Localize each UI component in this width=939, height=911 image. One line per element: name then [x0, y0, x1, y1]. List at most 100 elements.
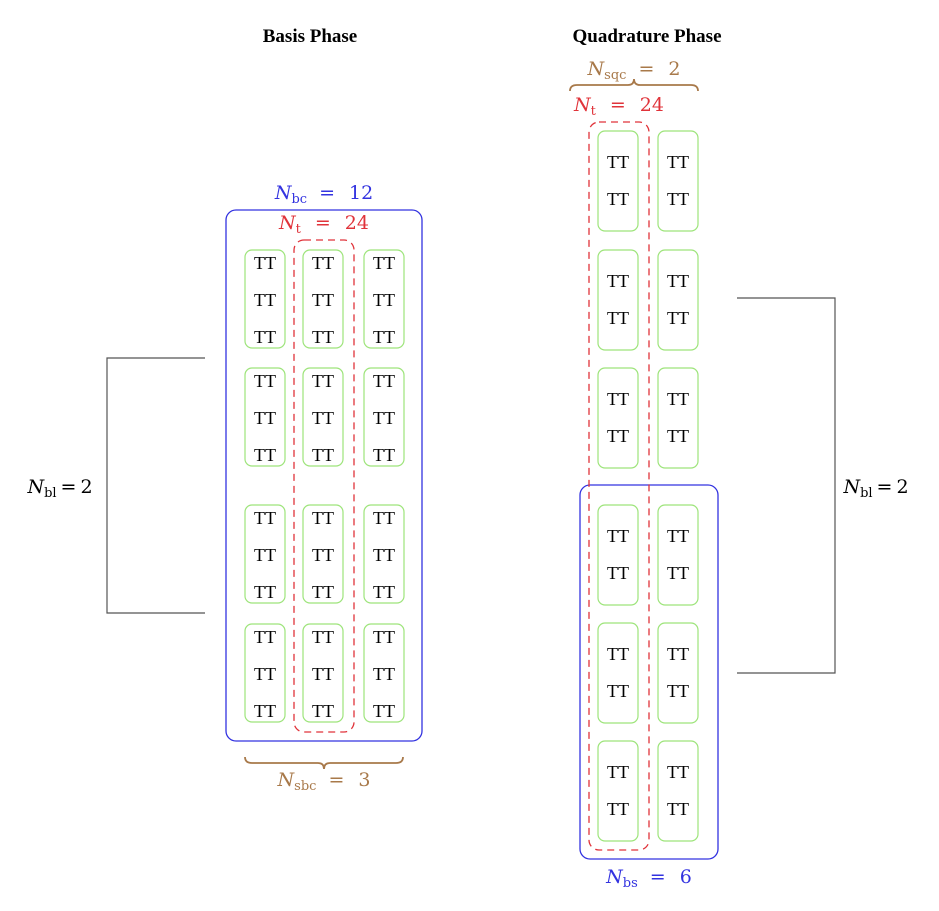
basis-cell-label: TT	[312, 627, 334, 647]
quadrature-phase-title: Quadrature Phase	[572, 26, 721, 47]
quadrature-block	[657, 367, 699, 469]
quadrature-cell-label: TT	[607, 271, 629, 291]
qbl-symbol: N	[842, 476, 861, 498]
basis-blocks: TT TT TT TT TT TT TT TT TT TT TT TT TT TT TT TT TT TT TT TT…	[244, 249, 405, 723]
basis-cell-label: TT	[312, 582, 334, 602]
bl-subscript: bl	[44, 486, 56, 501]
basis-phase-title: Basis Phase	[263, 26, 358, 47]
qbl-subscript: bl	[860, 486, 872, 501]
quadrature-cell-label: TT	[607, 644, 629, 664]
quadrature-bl-bracket	[737, 297, 836, 674]
quadrature-sqc-brace	[569, 78, 699, 92]
quadrature-cell-label: TT	[667, 644, 689, 664]
bs-value: 6	[680, 866, 692, 888]
quadrature-block	[597, 249, 639, 351]
quadrature-cell-label: TT	[667, 271, 689, 291]
basis-cell-label: TT	[254, 508, 276, 528]
basis-cell-label: TT	[373, 508, 395, 528]
quadrature-cell-label: TT	[607, 762, 629, 782]
basis-cell-label: TT	[373, 408, 395, 428]
bl-symbol: N	[26, 476, 45, 498]
quadrature-block	[597, 622, 639, 724]
qt-symbol: N	[573, 94, 592, 116]
basis-cell-label: TT	[254, 701, 276, 721]
quadrature-cell-label: TT	[667, 308, 689, 328]
quadrature-bs-label: Nbs=6	[605, 866, 692, 891]
basis-cell-label: TT	[312, 371, 334, 391]
basis-cell-label: TT	[312, 508, 334, 528]
quadrature-block	[657, 622, 699, 724]
quadrature-block	[597, 504, 639, 606]
qt-subscript: t	[591, 104, 597, 119]
basis-block	[363, 367, 405, 467]
basis-block	[244, 623, 286, 723]
quadrature-cell-label: TT	[607, 152, 629, 172]
sqc-symbol: N	[587, 58, 606, 80]
sbc-value: 3	[358, 769, 370, 791]
basis-t-label: Nt=24	[278, 212, 369, 237]
t-symbol: N	[278, 212, 297, 234]
bc-symbol: N	[274, 182, 293, 204]
basis-cell-label: TT	[312, 253, 334, 273]
basis-block	[244, 504, 286, 604]
basis-block	[302, 623, 344, 723]
basis-bl-bracket	[106, 357, 205, 614]
basis-cell-label: TT	[254, 408, 276, 428]
basis-block	[244, 249, 286, 349]
quadrature-block	[597, 130, 639, 232]
basis-cell-label: TT	[254, 664, 276, 684]
basis-cell-label: TT	[373, 582, 395, 602]
basis-block-cluster-box	[225, 209, 423, 742]
basis-cell-label: TT	[373, 664, 395, 684]
basis-cell-label: TT	[373, 445, 395, 465]
bc-subscript: bc	[291, 192, 307, 207]
quadrature-cell-label: TT	[607, 563, 629, 583]
basis-block	[244, 367, 286, 467]
basis-sbc-label: Nsbc=3	[277, 769, 371, 794]
bl-equals: =	[61, 476, 77, 498]
t-subscript: t	[296, 222, 302, 237]
quadrature-cell-label: TT	[667, 762, 689, 782]
basis-cell-label: TT	[312, 327, 334, 347]
sbc-subscript: sbc	[294, 779, 316, 794]
basis-cell-label: TT	[254, 445, 276, 465]
quadrature-thread-group-box	[588, 121, 650, 851]
quadrature-cell-label: TT	[667, 799, 689, 819]
bs-subscript: bs	[623, 876, 638, 891]
quadrature-cell-label: TT	[607, 799, 629, 819]
bs-symbol: N	[605, 866, 624, 888]
basis-block	[302, 367, 344, 467]
basis-cell-label: TT	[312, 408, 334, 428]
basis-cell-label: TT	[254, 627, 276, 647]
basis-phase-group: Nbc=12 Nt=24 TTTTTTTTTTTTTTTTTTTTTTTTTTT…	[26, 182, 423, 794]
quadrature-blocks: TTTTTTTTTTTTTTTTTTTTTTTTTTTTTTTTTTTTTTTT…	[597, 130, 699, 842]
quadrature-cell-label: TT	[667, 152, 689, 172]
quadrature-cell-label: TT	[667, 426, 689, 446]
basis-cell-label: TT	[254, 327, 276, 347]
qbl-equals: =	[877, 476, 893, 498]
quadrature-cell-label: TT	[667, 563, 689, 583]
basis-cell-label: TT	[312, 664, 334, 684]
quadrature-cell-label: TT	[607, 526, 629, 546]
basis-cell-label: TT	[254, 371, 276, 391]
basis-cell-label: TT	[312, 701, 334, 721]
basis-cell-label: TT	[373, 290, 395, 310]
basis-cell-label: TT	[254, 253, 276, 273]
basis-cell-label: TT	[254, 582, 276, 602]
basis-thread-group-box	[293, 239, 355, 733]
quadrature-bl-label: Nbl =2	[842, 476, 908, 501]
bc-value: 12	[349, 182, 373, 204]
quadrature-cell-label: TT	[667, 526, 689, 546]
quadrature-t-label: Nt=24	[573, 94, 664, 119]
quadrature-cell-label: TT	[607, 389, 629, 409]
quadrature-cell-label: TT	[667, 189, 689, 209]
basis-cell-label: TT	[254, 545, 276, 565]
sqc-value: 2	[668, 58, 680, 80]
quadrature-block	[657, 130, 699, 232]
qbl-value: 2	[896, 476, 908, 498]
basis-cell-label: TT	[373, 327, 395, 347]
sqc-equals: =	[638, 58, 654, 80]
basis-block	[302, 504, 344, 604]
basis-block	[363, 623, 405, 723]
